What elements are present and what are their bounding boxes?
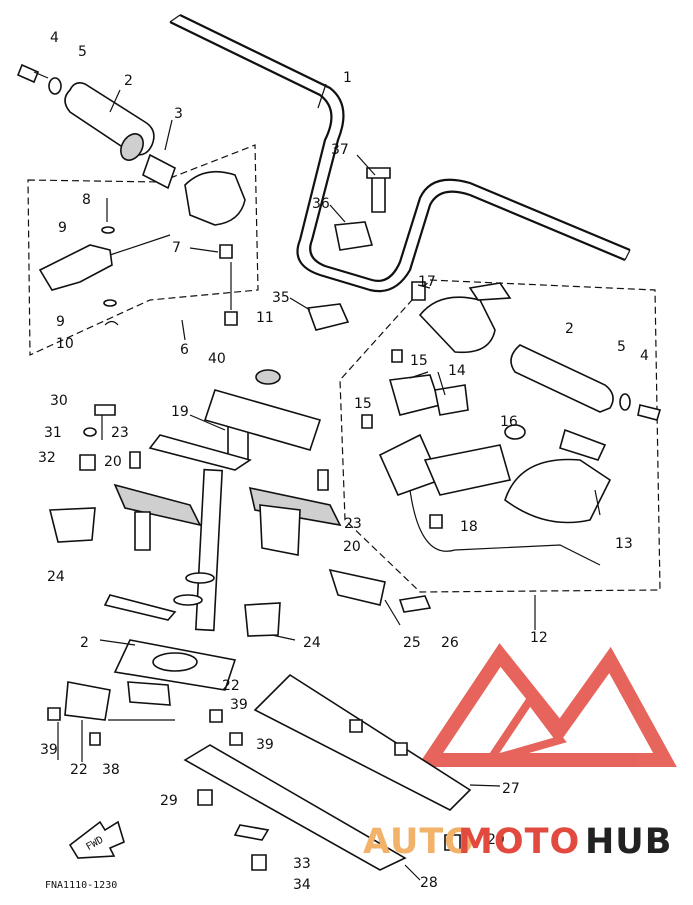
callout-label: 33 — [293, 856, 311, 872]
callout-label: 8 — [82, 192, 91, 208]
callout-label: 22 — [222, 678, 240, 694]
fwd-arrow: FWD — [68, 820, 125, 859]
callout-label: 17 — [418, 274, 436, 290]
watermark-hub: HUB — [585, 822, 672, 862]
callout-label: 11 — [256, 310, 274, 326]
callout-label: 2 — [124, 73, 133, 89]
callout-label: 30 — [50, 393, 68, 409]
callout-label: 16 — [500, 414, 518, 430]
callout-label: 29 — [487, 832, 505, 848]
callout-numbers: 4 5 2 3 1 37 8 9 7 36 9 10 11 6 35 17 15… — [38, 30, 649, 893]
callout-label: 15 — [410, 353, 428, 369]
steering-column — [148, 389, 322, 632]
callout-label: 20 — [104, 454, 122, 470]
watermark-auto: AUTO — [363, 822, 475, 862]
callout-label: 38 — [102, 762, 120, 778]
leader-lines — [57, 83, 601, 881]
callout-label: 12 — [530, 630, 548, 646]
callout-label: 22 — [70, 762, 88, 778]
callout-label: 34 — [293, 877, 311, 893]
callout-label: 4 — [640, 348, 649, 364]
callout-label: 19 — [171, 404, 189, 420]
callout-label: 39 — [40, 742, 58, 758]
watermark-text: AUTO MOTO HUB — [363, 822, 672, 862]
callout-label: 23 — [111, 425, 129, 441]
callout-label: 7 — [172, 240, 181, 256]
callout-label: 25 — [403, 635, 421, 651]
callout-label: 14 — [448, 363, 466, 379]
callout-label: 39 — [256, 737, 274, 753]
callout-label: 32 — [38, 450, 56, 466]
callout-label: 9 — [58, 220, 67, 236]
callout-label: 26 — [441, 635, 459, 651]
callout-label: 29 — [160, 793, 178, 809]
callout-label: 9 — [56, 314, 65, 330]
callout-label: 36 — [312, 196, 330, 212]
callout-label: 2 — [565, 321, 574, 337]
callout-label: 3 — [174, 106, 183, 122]
callout-label: 39 — [230, 697, 248, 713]
callout-label: 20 — [343, 539, 361, 555]
callout-label: 28 — [420, 875, 438, 891]
callout-label: 18 — [460, 519, 478, 535]
callout-label: 10 — [56, 336, 74, 352]
callout-label: 6 — [180, 342, 189, 358]
callout-label: 37 — [331, 142, 349, 158]
callout-label: 2 — [80, 635, 89, 651]
callout-label: 4 — [50, 30, 59, 46]
callout-label: 40 — [208, 351, 226, 367]
callout-label: 23 — [344, 516, 362, 532]
diagram-code: FNA1110-1230 — [45, 880, 117, 891]
callout-label: 27 — [502, 781, 520, 797]
callout-label: 35 — [272, 290, 290, 306]
callout-label: 1 — [343, 70, 352, 86]
handlebar — [169, 14, 631, 293]
watermark-logo — [416, 643, 677, 767]
callout-label: 5 — [617, 339, 626, 355]
callout-label: 24 — [47, 569, 65, 585]
callout-label: 13 — [615, 536, 633, 552]
grip-left — [64, 82, 155, 161]
callout-label: 15 — [354, 396, 372, 412]
callout-label: 31 — [44, 425, 62, 441]
watermark-moto: MOTO — [458, 822, 580, 862]
callout-label: 5 — [78, 44, 87, 60]
callout-label: 24 — [303, 635, 321, 651]
